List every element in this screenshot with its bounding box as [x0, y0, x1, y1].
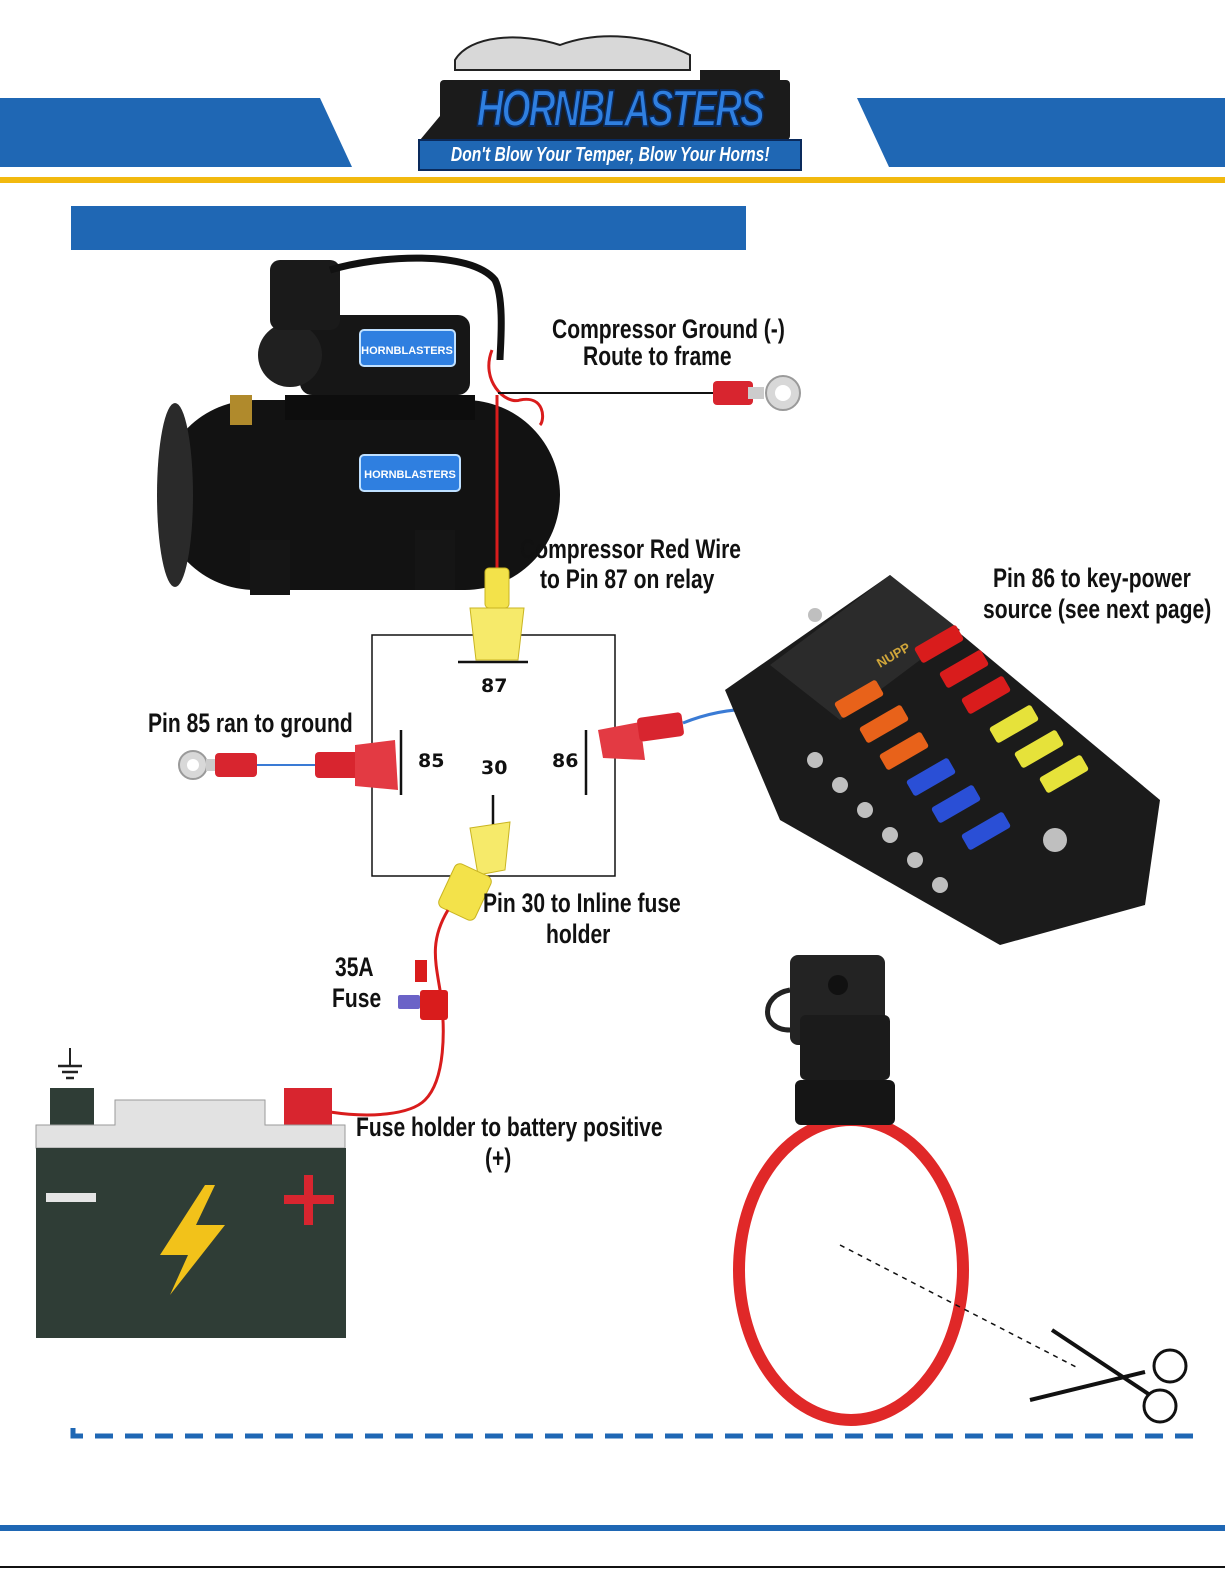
relay-pin-85: 85 [418, 750, 445, 772]
relay-pin-30: 30 [481, 757, 508, 779]
page-footer [0, 1428, 1225, 1568]
label-ground-line2: Route to frame [583, 341, 732, 371]
pin86-spade-connector [598, 712, 684, 760]
yellow-spade-connector-87 [469, 567, 525, 661]
relay-pin-86: 86 [552, 750, 579, 772]
label-pin86-line1: Pin 86 to key-power [993, 563, 1191, 593]
logo-wordmark: HORNBLASTERS [476, 79, 766, 139]
label-red-wire-line2: to Pin 87 on relay [540, 564, 715, 594]
label-pin30-line2: holder [546, 919, 611, 949]
ground-ring-terminal [713, 375, 801, 411]
label-red-wire-line1: Compressor Red Wire [520, 534, 742, 564]
label-ground-line1: Compressor Ground (-) [552, 314, 785, 344]
label-pin30-line1: Pin 30 to Inline fuse [483, 888, 681, 918]
tank-brand-label: HORNBLASTERS [364, 469, 456, 481]
label-battery-line2: (+) [485, 1143, 512, 1173]
footer-blue-rule [0, 1525, 1225, 1531]
fuse-block-image [725, 575, 1160, 945]
footer-black-rule [0, 1566, 1225, 1568]
label-pin86-line2: source (see next page) [983, 594, 1212, 624]
scissors-icon [1029, 1328, 1188, 1424]
inline-fuse-holder-small [398, 960, 448, 1020]
label-pin85: Pin 85 ran to ground [148, 708, 353, 738]
compressor-brand-label: HORNBLASTERS [361, 345, 453, 357]
section-title-bar [71, 206, 746, 250]
header-left-bar [0, 98, 352, 167]
header-gold-rule [0, 177, 1225, 183]
logo-tagline-banner: Don't Blow Your Temper, Blow Your Horns! [418, 139, 802, 171]
relay-pin-87: 87 [481, 675, 508, 697]
inline-fuse-holder-image [733, 955, 969, 1426]
footer-dashed-line [70, 1428, 1205, 1439]
header-right-bar [857, 98, 1225, 167]
pin85-ring-terminal [178, 750, 257, 780]
label-fuse-rating: 35A [335, 952, 374, 982]
battery-image [35, 1048, 346, 1338]
yellow-spade-connector-30 [438, 821, 511, 921]
label-fuse: Fuse [332, 983, 382, 1013]
cut-line [839, 1244, 1079, 1369]
compressor-red-lead [487, 349, 544, 427]
label-battery-line1: Fuse holder to battery positive [356, 1112, 663, 1142]
logo-train-graphic [420, 35, 790, 140]
wiring-diagram: HORNBLASTERS HORNBLASTERS [35, 254, 1188, 1426]
page-header [0, 35, 1225, 183]
air-compressor-image [157, 254, 560, 595]
pin85-spade-connector [315, 740, 398, 790]
fuse-wire-to-battery [329, 909, 450, 1117]
